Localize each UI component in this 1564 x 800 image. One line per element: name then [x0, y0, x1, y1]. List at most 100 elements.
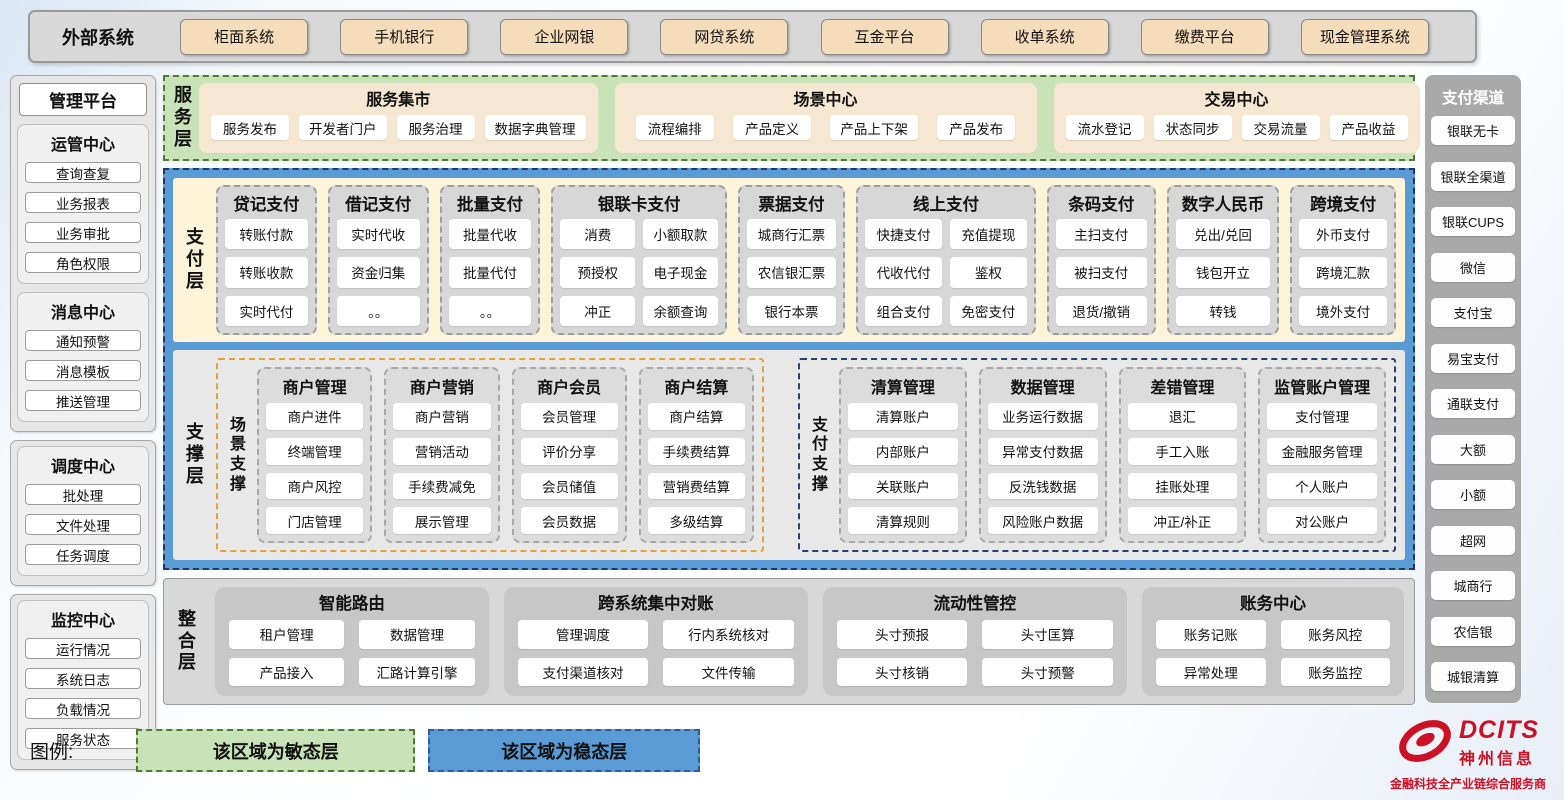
- scene-support-group: 场景支撑 商户管理商户进件终端管理商户风控门店管理商户营销商户营销营销活动手续费…: [216, 358, 764, 552]
- payment-function-box: 被扫支付: [1055, 257, 1147, 288]
- support-layer-area: 支撑层 场景支撑 商户管理商户进件终端管理商户风控门店管理商户营销商户营销营销活…: [173, 350, 1405, 560]
- management-section-title: 调度中心: [50, 459, 115, 476]
- payment-product-items: 消费小额取款预授权电子现金冲正余额查询: [560, 219, 718, 326]
- integration-group-items: 管理调度行内系统核对支付渠道核对文件传输: [517, 620, 794, 686]
- logo-name: DCITS: [1459, 716, 1539, 744]
- scene-support-label: 场景支撑: [229, 416, 246, 493]
- support-layer-label: 支撑层: [186, 422, 204, 486]
- service-group-items: 流程编排产品定义产品上下架产品发布: [627, 110, 1025, 145]
- integration-function-box: 账务风控: [1280, 620, 1391, 649]
- management-item-box: 查询查复: [25, 162, 141, 183]
- support-function-box: 手续费减免: [393, 472, 491, 500]
- management-item-box: 推送管理: [25, 390, 141, 411]
- payment-function-box: 批量代付: [448, 257, 532, 288]
- management-platform-column: 管理平台运管中心查询查复业务报表业务审批角色权限消息中心通知预警消息模板推送管理…: [10, 75, 156, 770]
- support-column-title: 商户管理: [282, 380, 347, 397]
- payment-function-box: 组合支付: [865, 295, 942, 326]
- support-function-box: 退汇: [1127, 403, 1238, 430]
- service-function-box: 服务治理: [396, 115, 475, 140]
- payment-product-column: 条码支付主扫支付被扫支付退货/撤销: [1046, 185, 1156, 335]
- support-function-box: 金融服务管理: [1267, 437, 1377, 465]
- payment-product-title: 条码支付: [1068, 196, 1135, 214]
- support-function-box: 内部账户: [848, 437, 958, 465]
- payment-columns: 贷记支付转账付款转账收款实时代付借记支付实时代收资金归集。。批量支付批量代收批量…: [216, 185, 1396, 335]
- logo-tagline: 金融科技全产业链综合服务商: [1389, 777, 1546, 791]
- payment-channel-box: 微信: [1431, 252, 1515, 282]
- payment-channel-box: 通联支付: [1431, 389, 1515, 418]
- payment-function-box: 代收代付: [865, 257, 942, 288]
- management-section: 监控中心运行情况系统日志负载情况服务状态: [17, 600, 149, 760]
- management-item-box: 任务调度: [25, 544, 141, 565]
- support-function-box: 会员数据: [520, 507, 618, 534]
- payment-layer-area: 支付层 贷记支付转账付款转账收款实时代付借记支付实时代收资金归集。。批量支付批量…: [173, 178, 1405, 342]
- payment-product-column: 票据支付城商行汇票农信银汇票银行本票: [737, 185, 846, 335]
- payment-product-items: 兑出/兑回钱包开立转钱: [1175, 219, 1271, 326]
- payment-product-column: 批量支付批量代收批量代付。。: [439, 185, 541, 335]
- legend: 图例: 该区域为敏态层 该区域为稳态层: [30, 729, 701, 772]
- external-system-box: 互金平台: [820, 18, 949, 55]
- payment-function-box: 小额取款: [643, 219, 718, 250]
- payment-function-box: 银行本票: [746, 295, 837, 326]
- payment-channel-box: 银联CUPS: [1431, 207, 1515, 236]
- support-function-box: 支付管理: [1267, 403, 1377, 430]
- payment-function-box: 转钱: [1175, 295, 1271, 326]
- support-column-title: 商户会员: [537, 380, 602, 397]
- support-function-box: 商户进件: [266, 403, 364, 430]
- management-item-box: 批处理: [25, 484, 141, 505]
- service-function-box: 流水登记: [1065, 115, 1144, 140]
- payment-function-box: 免密支付: [949, 295, 1027, 326]
- external-system-box: 网贷系统: [660, 18, 789, 55]
- support-column: 差错管理退汇手工入账挂账处理冲正/补正: [1118, 367, 1247, 543]
- payment-product-title: 借记支付: [345, 196, 412, 214]
- support-function-box: 异常支付数据: [987, 437, 1098, 465]
- payment-product-items: 批量代收批量代付。。: [448, 219, 532, 326]
- support-column: 数据管理业务运行数据异常支付数据反洗钱数据风险账户数据: [978, 367, 1107, 543]
- support-column-title: 数据管理: [1010, 380, 1075, 397]
- payment-channel-box: 城商行: [1431, 571, 1515, 600]
- integration-group-items: 账务记账账务风控异常处理账务监控: [1156, 620, 1391, 686]
- support-column-items: 业务运行数据异常支付数据反洗钱数据风险账户数据: [987, 403, 1098, 534]
- support-column-items: 退汇手工入账挂账处理冲正/补正: [1127, 403, 1238, 534]
- management-item-box: 通知预警: [25, 330, 141, 351]
- payment-function-box: 农信银汇票: [746, 257, 837, 288]
- support-function-box: 多级结算: [647, 507, 745, 534]
- support-function-box: 清算账户: [848, 403, 958, 430]
- legend-stable-swatch: 该区域为稳态层: [428, 729, 701, 772]
- service-function-box: 产品收益: [1329, 115, 1408, 140]
- payment-function-box: 境外支付: [1299, 295, 1387, 326]
- payment-product-items: 转账付款转账收款实时代付: [225, 219, 308, 326]
- service-group-title: 场景中心: [793, 92, 858, 109]
- support-function-box: 手续费结算: [647, 437, 745, 465]
- support-column: 商户结算商户结算手续费结算营销费结算多级结算: [638, 367, 754, 543]
- payment-product-items: 城商行汇票农信银汇票银行本票: [746, 219, 837, 326]
- management-section-title: 运管中心: [50, 137, 115, 154]
- integration-group-title: 跨系统集中对账: [598, 595, 714, 613]
- support-function-box: 会员储值: [520, 472, 618, 500]
- payment-function-box: 。。: [336, 295, 420, 326]
- integration-group-items: 租户管理数据管理产品接入汇路计算引擎: [229, 620, 475, 686]
- integration-function-box: 文件传输: [663, 657, 794, 686]
- payment-product-title: 批量支付: [457, 196, 524, 214]
- integration-function-box: 头寸匡算: [982, 620, 1113, 649]
- support-function-box: 风险账户数据: [987, 507, 1098, 534]
- payment-product-column: 线上支付快捷支付充值提现代收代付鉴权组合支付免密支付: [856, 185, 1036, 335]
- integration-group: 跨系统集中对账管理调度行内系统核对支付渠道核对文件传输: [503, 587, 808, 696]
- service-function-box: 开发者门户: [299, 115, 387, 140]
- payment-function-box: 外币支付: [1299, 219, 1387, 250]
- support-function-box: 门店管理: [266, 507, 364, 534]
- support-column: 监管账户管理支付管理金融服务管理个人账户对公账户: [1258, 367, 1386, 543]
- support-column-title: 商户营销: [409, 380, 474, 397]
- support-function-box: 终端管理: [266, 437, 364, 465]
- support-column: 商户营销商户营销营销活动手续费减免展示管理: [384, 367, 500, 543]
- payment-function-box: 资金归集: [336, 257, 420, 288]
- service-function-box: 产品定义: [733, 115, 812, 140]
- service-group-title: 交易中心: [1204, 92, 1269, 109]
- support-function-box: 手工入账: [1127, 437, 1238, 465]
- service-layer: 服务层 服务集市服务发布开发者门户服务治理数据字典管理场景中心流程编排产品定义产…: [163, 75, 1420, 161]
- service-function-box: 服务发布: [211, 115, 289, 140]
- legend-agile-swatch: 该区域为敏态层: [136, 729, 416, 772]
- payment-channel-box: 农信银: [1431, 616, 1515, 646]
- payment-function-box: 钱包开立: [1175, 257, 1271, 288]
- payment-function-box: 快捷支付: [865, 219, 942, 250]
- service-function-box: 数据字典管理: [484, 115, 586, 140]
